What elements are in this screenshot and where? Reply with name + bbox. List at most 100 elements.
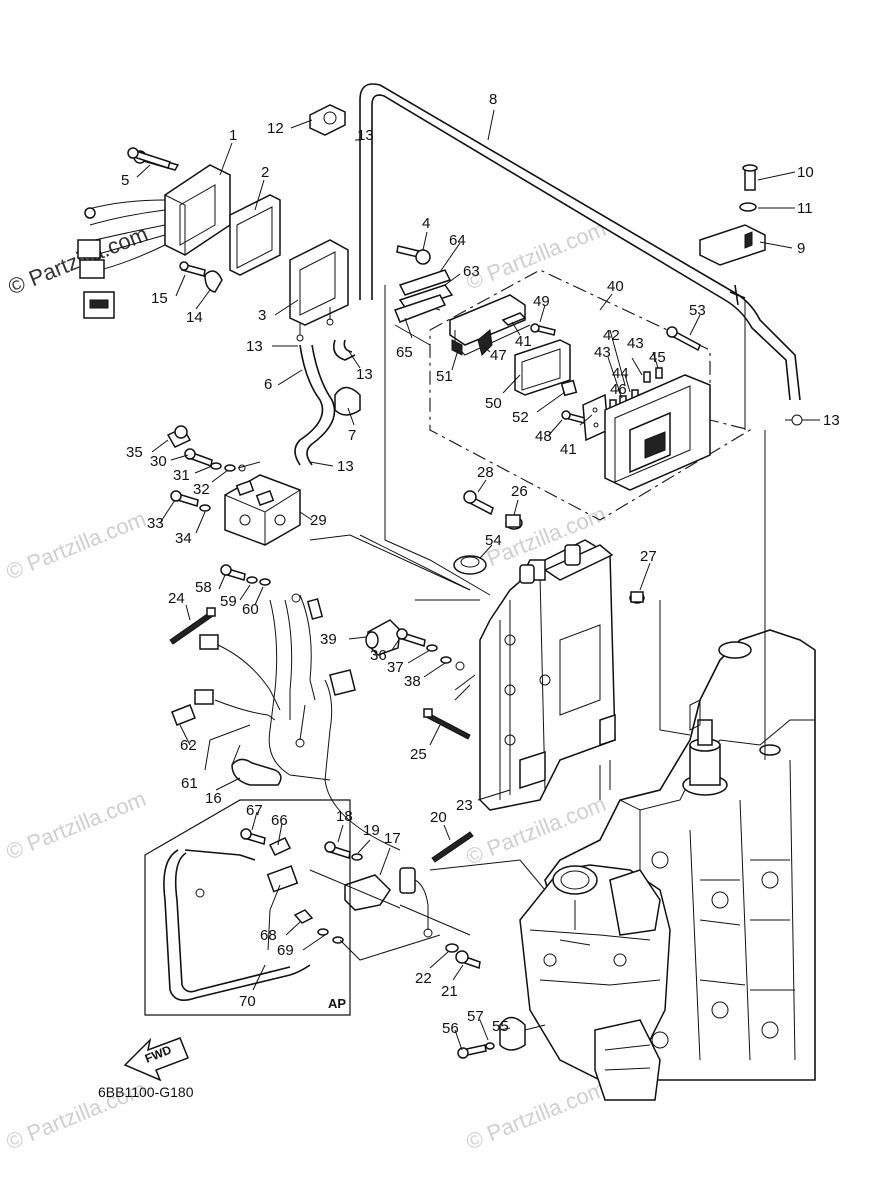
part-59 [246,576,258,584]
part-62 [171,689,214,726]
callout-68: 68 [260,927,277,944]
callout-1: 1 [229,127,237,144]
callout-35: 35 [126,444,143,461]
part-56 [457,1044,487,1059]
part-15 [179,261,206,277]
callout-52: 52 [512,409,529,426]
ap-label: AP [328,996,346,1011]
callout-61: 61 [181,775,198,792]
part-41-top [501,312,527,326]
callout-leaders [136,109,820,1051]
part-28 [463,490,494,516]
callout-2: 2 [261,164,269,181]
part-64 [398,269,452,296]
callout-7: 7 [348,427,356,444]
callout-59: 59 [220,593,237,610]
part-47 [477,329,493,356]
callout-13c: 13 [337,458,354,475]
part-7 [334,386,361,416]
callout-38: 38 [404,673,421,690]
part-50 [514,339,571,396]
callout-65: 65 [396,344,413,361]
callout-19: 19 [363,822,380,839]
part-30 [184,448,213,468]
part-70 [163,849,311,1001]
callout-33: 33 [147,515,164,532]
watermark: © Partzilla.com [3,786,150,865]
callout-3: 3 [258,307,266,324]
callout-24: 24 [168,590,185,607]
fwd-arrow: FWD [123,1037,189,1082]
callout-47: 47 [490,347,507,364]
callout-30: 30 [150,453,167,470]
cdi-unit [604,374,711,491]
callout-51: 51 [436,368,453,385]
part-39 [365,619,401,656]
part-10 [742,164,758,191]
part-22 [445,943,459,953]
watermark: © Partzilla.com [3,506,150,585]
callout-14: 14 [186,309,203,326]
part-12 [309,104,346,136]
part-14 [204,270,223,293]
callout-63: 63 [463,263,480,280]
part-11 [739,202,757,212]
connection-leaders [231,534,546,961]
callout-11: 11 [797,200,813,217]
part-48 [561,410,586,424]
callout-42: 42 [603,327,620,344]
part-53 [666,326,701,352]
part-31 [210,462,222,470]
callout-56: 56 [442,1020,459,1037]
part-49 [530,323,556,336]
callout-13a: 13 [246,338,263,355]
callout-5: 5 [121,172,129,189]
callout-43b: 43 [627,335,644,352]
callout-4: 4 [422,215,430,232]
part-24 [169,607,216,645]
watermark: © Partzilla.com [463,1076,610,1155]
part-2 [229,194,281,276]
callout-26: 26 [511,483,528,500]
callout-60: 60 [242,601,259,618]
part-18 [324,841,351,859]
throttle-body [519,864,671,1101]
callout-58: 58 [195,579,212,596]
part-34 [199,504,211,512]
callout-13b: 13 [356,366,373,383]
part-57 [485,1042,495,1050]
part-67 [240,828,266,845]
part-36 [396,628,426,647]
callout-29: 29 [310,512,327,529]
part-5 [127,147,171,169]
part-16 [231,758,282,786]
callout-41b: 41 [560,441,577,458]
callout-40: 40 [607,278,624,295]
part-6 [294,344,336,466]
callout-21: 21 [441,983,458,1000]
callout-9: 9 [797,240,805,257]
callout-23: 23 [456,797,473,814]
part-17 [344,867,433,938]
part-3 [289,239,349,342]
wire-terminal-32 [237,461,261,472]
part-9 [699,224,766,266]
callout-28: 28 [477,464,494,481]
part-38 [440,656,452,664]
callout-48: 48 [535,428,552,445]
callout-45: 45 [649,349,666,366]
callout-22: 22 [415,970,432,987]
hose-small [332,339,356,361]
part-66 [268,837,292,856]
part-54 [453,555,487,575]
hose-part-8 [359,83,801,401]
callout-54: 54 [485,532,502,549]
callout-13d: 13 [823,412,840,429]
callout-17: 17 [384,830,401,847]
part-58 [220,564,246,581]
part-13-right [785,414,803,426]
part-69 [317,928,344,944]
callout-36: 36 [370,647,387,664]
callout-13e: 13 [357,127,374,144]
